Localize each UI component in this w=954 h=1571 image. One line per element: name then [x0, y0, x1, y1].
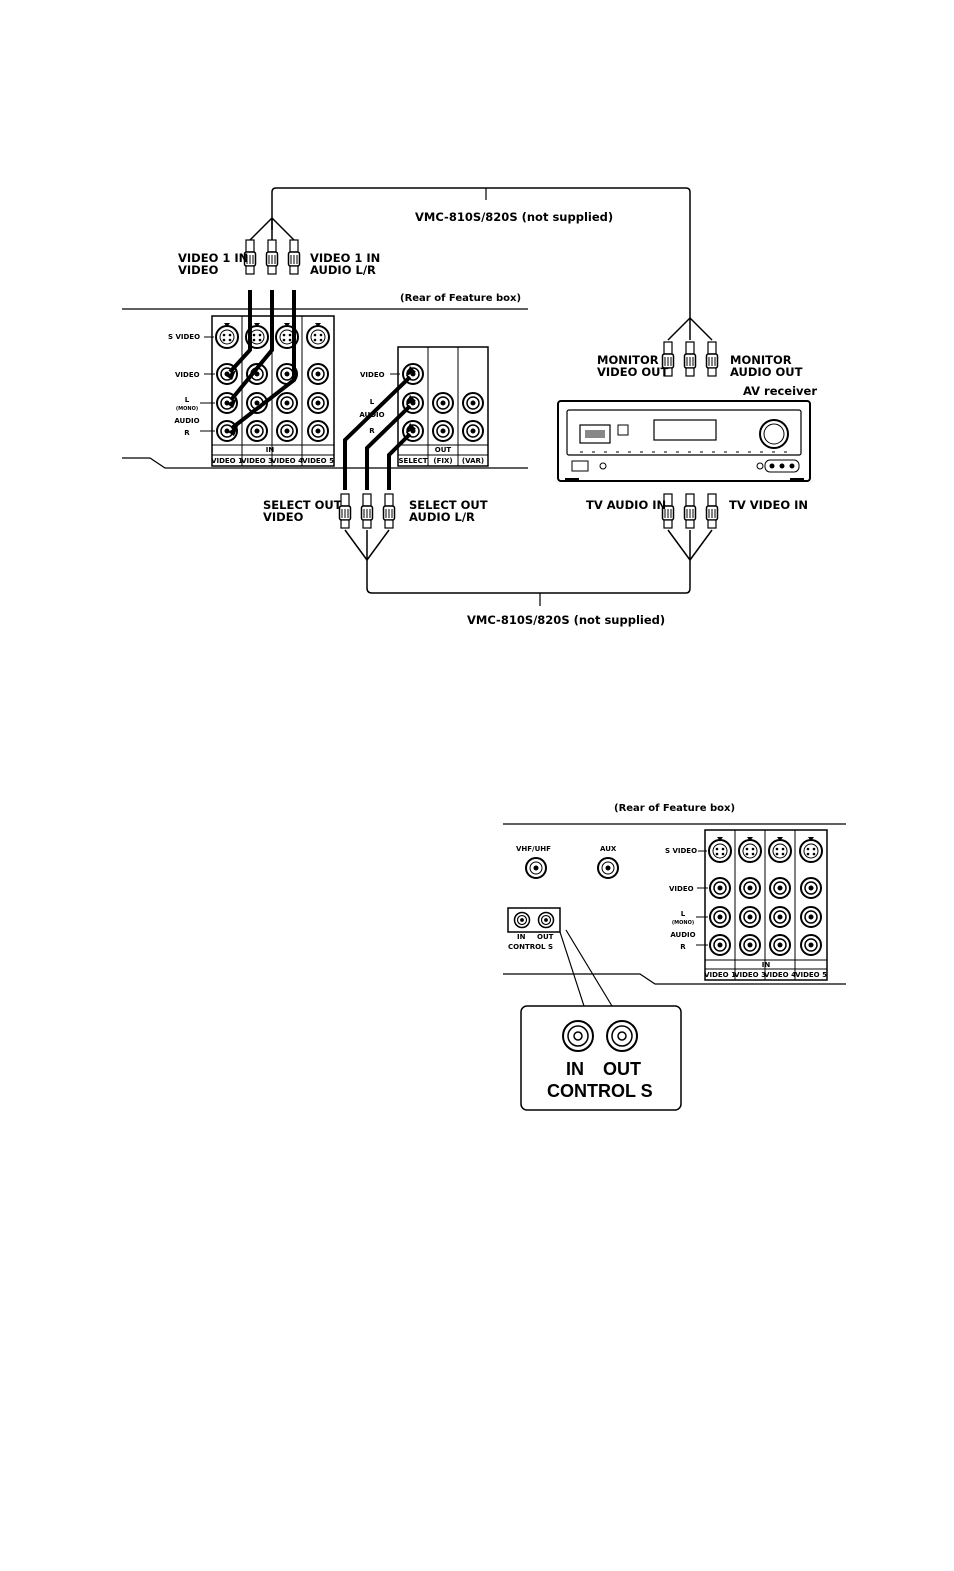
video1-in-video-label-1: VIDEO 1 IN — [178, 251, 248, 265]
monitor-video-out-label-2: VIDEO OUT — [597, 365, 668, 379]
in2-r-label: R — [680, 943, 686, 951]
in2-col-video5: VIDEO 5 — [795, 971, 827, 979]
select-out-audio-l-plug — [360, 493, 374, 529]
select-out-video-label-2: VIDEO — [263, 510, 304, 524]
bottom-cable-label: VMC-810S/820S (not supplied) — [467, 613, 665, 627]
in-panel-2: IN VIDEO 1 VIDEO 3 VIDEO 4 VIDEO 5 S VID… — [665, 829, 828, 981]
out-col-select: SELECT — [399, 457, 428, 465]
in2-col-video4: VIDEO 4 — [764, 971, 796, 979]
out-panel: OUT SELECT (FIX) (VAR) VIDEO L AUDIO R — [359, 346, 489, 467]
in2-video-label: VIDEO — [669, 885, 694, 893]
video1-in-audio-label-1: VIDEO 1 IN — [310, 251, 380, 265]
out-video-label: VIDEO — [360, 371, 385, 379]
in-col-video4: VIDEO 4 — [271, 457, 303, 465]
select-out-video-label-1: SELECT OUT — [263, 498, 342, 512]
in2-col-video1: VIDEO 1 — [704, 971, 736, 979]
out-r-label: R — [369, 427, 375, 435]
video1-in-audio-label-2: AUDIO L/R — [310, 263, 376, 277]
in-col-video5: VIDEO 5 — [302, 457, 334, 465]
rear-label-1: (Rear of Feature box) — [400, 293, 521, 304]
in2-s-video-label: S VIDEO — [665, 847, 697, 855]
in-panel-in-label: IN — [266, 446, 275, 454]
monitor-audio-r-plug — [705, 341, 719, 377]
in-panel-2-in-label: IN — [762, 961, 771, 969]
select-out-audio-label-2: AUDIO L/R — [409, 510, 475, 524]
monitor-audio-out-label-2: AUDIO OUT — [730, 365, 803, 379]
select-out-audio-label-1: SELECT OUT — [409, 498, 488, 512]
video1-audio-l-plug — [265, 239, 279, 275]
in-panel: IN VIDEO 1 VIDEO 3 VIDEO 4 VIDEO 5 S VID… — [168, 315, 335, 467]
out-col-var: (VAR) — [462, 457, 484, 465]
zoom-in-label: IN — [566, 1059, 584, 1079]
vhf-uhf-jack — [525, 857, 547, 879]
video1-audio-r-plug — [287, 239, 301, 275]
diagram-2: (Rear of Feature box) VHF/UHF AUX IN OUT… — [503, 803, 846, 1111]
monitor-audio-out-label-1: MONITOR — [730, 353, 792, 367]
tv-audio-in-label: TV AUDIO IN — [586, 498, 666, 512]
in2-audio-label: AUDIO — [670, 931, 695, 939]
zoom-control-s-label: CONTROL S — [547, 1081, 653, 1101]
in-col-video1: VIDEO 1 — [211, 457, 243, 465]
aux-label: AUX — [600, 845, 617, 853]
monitor-audio-l-plug — [683, 341, 697, 377]
in-r-label: R — [184, 429, 190, 437]
tv-video-in-plug — [705, 493, 719, 529]
monitor-video-out-label-1: MONITOR — [597, 353, 659, 367]
top-cable-label: VMC-810S/820S (not supplied) — [415, 210, 613, 224]
av-receiver — [557, 400, 811, 482]
zoom-out-label: OUT — [603, 1059, 641, 1079]
out-l-label: L — [370, 398, 375, 406]
out-panel-out-label: OUT — [435, 446, 452, 454]
vhf-uhf-label: VHF/UHF — [516, 845, 551, 853]
video1-in-video-label-2: VIDEO — [178, 263, 219, 277]
in2-mono-label: (MONO) — [672, 920, 694, 926]
in2-l-label: L — [681, 910, 686, 918]
rear-label-2: (Rear of Feature box) — [614, 803, 735, 814]
in-video-label: VIDEO — [175, 371, 200, 379]
in2-col-video3: VIDEO 3 — [734, 971, 766, 979]
tv-video-in-label: TV VIDEO IN — [729, 498, 808, 512]
control-out-label: OUT — [537, 933, 554, 941]
in-s-video-label: S VIDEO — [168, 333, 200, 341]
control-in-label: IN — [517, 933, 526, 941]
diagram-1: VMC-810S/820S (not supplied) VIDEO 1 IN … — [122, 187, 817, 627]
control-s-label: CONTROL S — [508, 943, 553, 951]
out-col-fix: (FIX) — [433, 457, 452, 465]
av-receiver-label: AV receiver — [743, 384, 817, 398]
in-mono-label: (MONO) — [176, 406, 198, 412]
aux-jack — [597, 857, 619, 879]
in-l-label: L — [185, 396, 190, 404]
bottom-cable — [366, 560, 691, 594]
in-col-video3: VIDEO 3 — [241, 457, 273, 465]
top-cable — [271, 187, 691, 318]
in-audio-label: AUDIO — [174, 417, 199, 425]
control-s-zoom-callout: IN OUT CONTROL S — [520, 1005, 682, 1111]
tv-audio-in-r-plug — [683, 493, 697, 529]
select-out-audio-r-plug — [382, 493, 396, 529]
